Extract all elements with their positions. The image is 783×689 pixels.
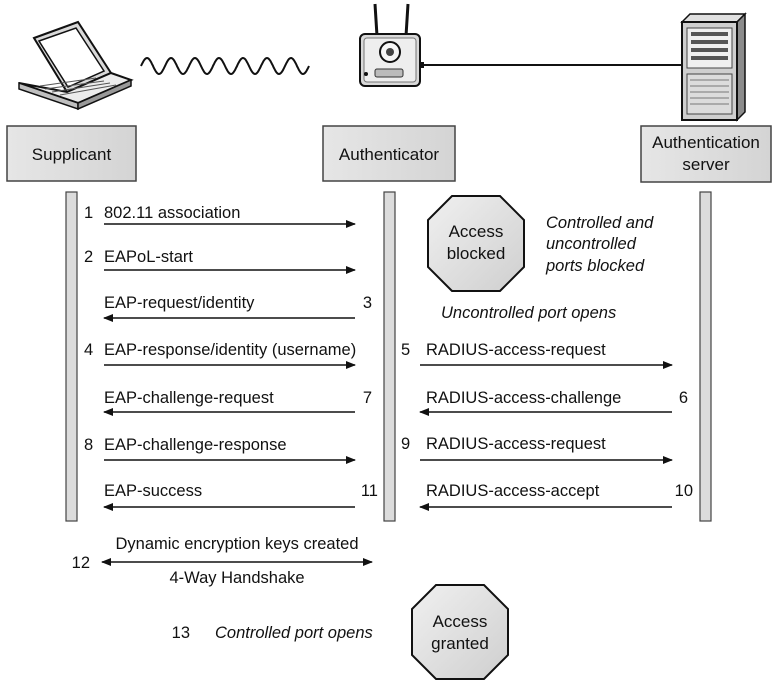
authenticator-label: Authenticator [339,145,440,164]
svg-text:5: 5 [401,341,410,359]
svg-text:6: 6 [679,389,688,407]
handshake-caption: Dynamic encryption keys created [115,535,358,553]
step-5: 5 RADIUS-access-request [401,341,673,369]
svg-text:4: 4 [84,341,93,359]
svg-text:EAP-success: EAP-success [104,482,202,500]
note-controlled-blocked-2: uncontrolled [546,235,637,253]
svg-text:EAP-request/identity: EAP-request/identity [104,294,255,312]
laptop-icon [18,20,134,111]
supplicant-lifeline [65,191,78,522]
svg-text:7: 7 [363,389,372,407]
svg-text:9: 9 [401,435,410,453]
server-tower-icon [680,12,747,122]
step-8: 8 EAP-challenge-response [84,436,356,464]
svg-text:1: 1 [84,204,93,222]
step-3: EAP-request/identity 3 [103,294,372,322]
svg-text:3: 3 [363,294,372,312]
step-10: RADIUS-access-accept 10 [419,482,693,511]
note-uncontrolled-opens: Uncontrolled port opens [441,304,616,322]
svg-text:12: 12 [72,554,90,572]
step-13: 13 Controlled port opens [172,624,373,642]
svg-text:2: 2 [84,248,93,266]
svg-text:11: 11 [361,482,378,500]
svg-text:EAP-response/identity (usernam: EAP-response/identity (username) [104,341,356,359]
svg-text:Access: Access [433,612,488,631]
authenticator-lifeline [383,191,396,522]
svg-text:RADIUS-access-challenge: RADIUS-access-challenge [426,389,621,407]
svg-text:blocked: blocked [447,244,506,263]
svg-text:EAPoL-start: EAPoL-start [104,248,193,266]
step-7: EAP-challenge-request 7 [103,389,372,416]
svg-text:13: 13 [172,624,190,642]
svg-text:8: 8 [84,436,93,454]
step-9: 9 RADIUS-access-request [401,435,673,464]
svg-text:granted: granted [431,634,489,653]
svg-text:Access: Access [449,222,504,241]
svg-text:RADIUS-access-request: RADIUS-access-request [426,341,606,359]
step-2: 2 EAPoL-start [84,248,356,274]
server-lifeline [699,191,712,522]
svg-text:EAP-challenge-response: EAP-challenge-response [104,436,287,454]
wireless-wave-icon [140,56,310,76]
supplicant-box: Supplicant [6,125,137,182]
access-blocked-badge: Access blocked [427,195,525,292]
step-1: 1 802.11 association [84,204,356,228]
step-4: 4 EAP-response/identity (username) [84,341,356,369]
authenticator-box: Authenticator [322,125,456,182]
step-12: 12 Dynamic encryption keys created 4-Way… [72,535,373,587]
server-label-line2: server [682,155,730,174]
server-label-line1: Authentication [652,133,760,152]
note-controlled-opens: Controlled port opens [215,624,373,642]
handshake-name: 4-Way Handshake [169,569,304,587]
authentication-server-box: Authentication server [640,125,772,183]
note-controlled-blocked-3: ports blocked [545,257,645,275]
note-controlled-blocked-1: Controlled and [546,214,654,232]
svg-text:EAP-challenge-request: EAP-challenge-request [104,389,274,407]
svg-text:RADIUS-access-accept: RADIUS-access-accept [426,482,600,500]
svg-text:802.11 association: 802.11 association [104,204,240,222]
access-point-icon [359,3,424,87]
svg-text:RADIUS-access-request: RADIUS-access-request [426,435,606,453]
supplicant-label: Supplicant [32,145,112,164]
step-6: RADIUS-access-challenge 6 [419,389,688,416]
access-granted-badge: Access granted [411,584,509,680]
svg-text:10: 10 [675,482,693,500]
step-11: EAP-success 11 [103,482,378,511]
